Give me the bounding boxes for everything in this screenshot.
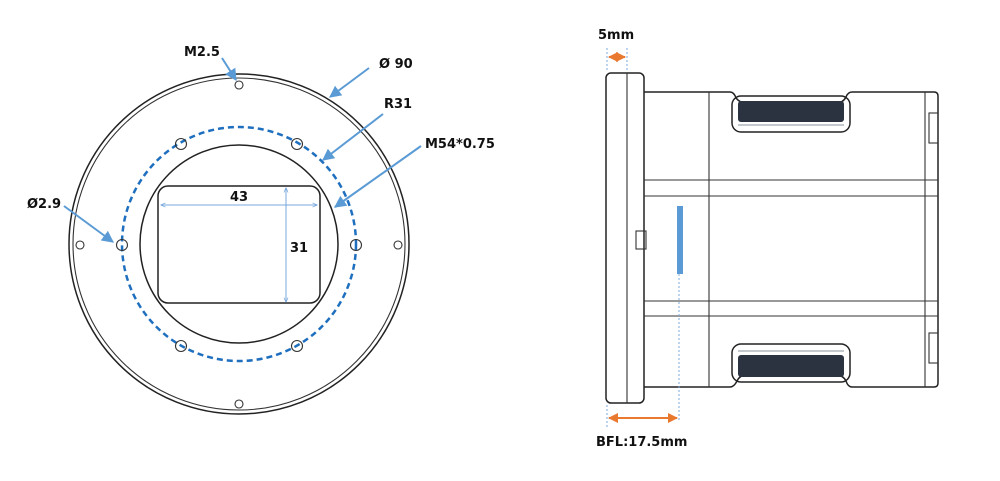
thread-circle-dashed bbox=[120, 125, 358, 363]
outer-diameter-label: Ø 90 bbox=[379, 57, 413, 72]
thread-label: M54*0.75 bbox=[425, 137, 495, 152]
hole-icon bbox=[290, 339, 304, 353]
hole-icon bbox=[75, 240, 85, 250]
mounting-holes bbox=[75, 80, 403, 409]
screw-label: M2.5 bbox=[184, 45, 220, 60]
body-outline bbox=[644, 91, 939, 388]
hole-icon bbox=[393, 240, 403, 250]
hole-icon bbox=[174, 339, 188, 353]
sensor-width-label: 43 bbox=[230, 190, 248, 205]
screw-leader bbox=[221, 57, 237, 82]
front-flange bbox=[605, 72, 645, 404]
sensor-plane bbox=[677, 206, 683, 274]
sensor-window bbox=[157, 185, 321, 304]
hole-leader bbox=[63, 205, 114, 243]
side-connector bbox=[928, 332, 939, 364]
radius-label: R31 bbox=[384, 97, 412, 112]
outer-ring bbox=[68, 73, 410, 415]
radius-leader bbox=[322, 113, 384, 161]
side-view: 5mm BFL:17.5mm bbox=[596, 28, 939, 450]
hole-label: Ø2.9 bbox=[27, 197, 61, 212]
side-connector bbox=[928, 112, 939, 144]
bfl-label: BFL:17.5mm bbox=[596, 435, 687, 450]
hole-icon bbox=[174, 137, 188, 151]
bottom-grip bbox=[731, 343, 851, 383]
hole-icon bbox=[290, 137, 304, 151]
hole-icon bbox=[349, 238, 363, 252]
hole-icon bbox=[115, 238, 129, 252]
thread-leader bbox=[334, 145, 422, 208]
inner-circle bbox=[139, 144, 339, 344]
outer-diameter-leader bbox=[329, 67, 370, 98]
flange-tab bbox=[635, 230, 647, 250]
flange-label: 5mm bbox=[598, 28, 634, 43]
front-view: 43 31 M2.5 Ø 90 R31 M54*0.75 Ø2.9 bbox=[27, 45, 495, 415]
top-grip bbox=[731, 95, 851, 133]
hole-icon bbox=[234, 80, 244, 90]
sensor-height-label: 31 bbox=[290, 241, 308, 256]
hole-icon bbox=[234, 399, 244, 409]
outer-ring-inner bbox=[72, 77, 406, 411]
